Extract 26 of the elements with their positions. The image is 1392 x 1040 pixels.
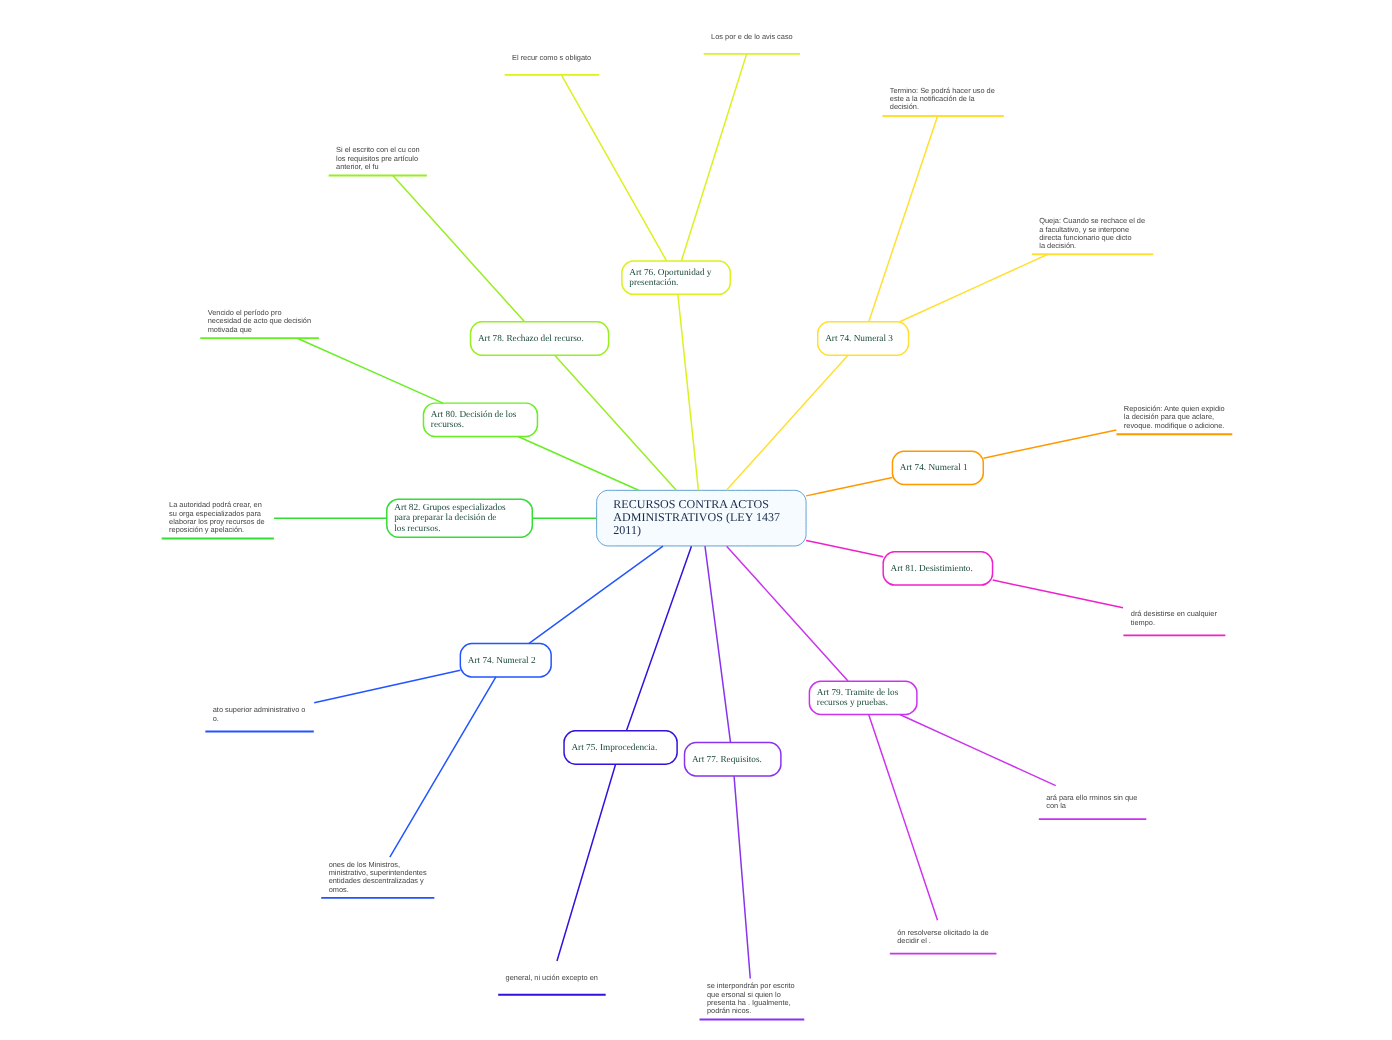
connector [898,253,1048,323]
connector [624,545,692,732]
connector [312,669,461,704]
connector [555,763,616,962]
connector [724,354,848,491]
connector [981,429,1117,459]
connector [527,545,663,645]
connector [530,517,597,519]
connector [676,293,699,492]
connector [516,435,639,491]
connector [804,539,883,558]
connector [391,174,525,323]
connector [679,53,747,262]
connector [990,579,1123,609]
connector [295,337,443,404]
connector [388,676,496,858]
connector [559,74,667,262]
connector [732,775,750,980]
connector [898,713,1056,787]
connector [272,517,387,519]
connector [703,545,731,744]
connector [552,354,676,491]
connector [867,713,938,921]
connector [724,545,848,682]
connector [867,115,938,323]
connector [804,476,893,497]
